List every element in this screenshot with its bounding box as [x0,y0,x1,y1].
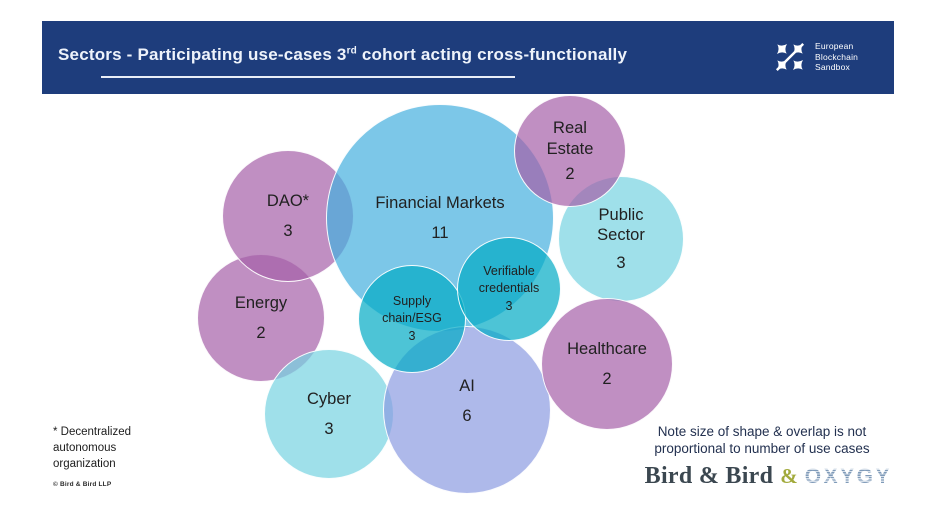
bubble-value: 3 [283,222,293,241]
bubble-label: Financial Markets [375,193,505,212]
footnote-line: * Decentralized [53,426,131,438]
bubble-value: 3 [408,328,416,343]
page-title-superscript: rd [346,45,357,57]
dao-footnote: * Decentralized autonomous organization [53,424,131,472]
logo-text-line: Sandbox [815,62,850,73]
bubble-label: DAO* [266,191,310,210]
footnote-line: organization [53,458,116,470]
bubble-value: 3 [324,420,334,439]
page-title-prefix: Sectors - Participating use-cases 3 [58,45,347,64]
bubble-value: 2 [565,164,575,183]
copyright-notice: © Bird & Bird LLP [53,481,112,488]
bubble-text: DAO* 3 [223,151,353,281]
bubble-cyber: Cyber 3 [264,349,394,479]
bird-and-bird-wordmark: Bird & Bird [644,463,774,489]
logo-text: European Blockchain Sandbox [815,41,858,73]
bubble-value: 3 [505,298,513,313]
oxygy-wordmark: OXYGY [804,465,892,488]
proportionality-note: Note size of shape & overlap is not prop… [632,424,892,457]
bubble-value: 2 [256,324,266,343]
note-line: proportional to number of use cases [654,440,870,456]
bubble-label: AI [459,376,475,395]
note-line: Note size of shape & overlap is not [657,424,867,439]
bubble-value: 11 [431,224,449,243]
bubble-text: Energy 2 [198,255,324,381]
sparkle-grid-icon [774,41,806,73]
logo-text-line: European [815,41,854,52]
title-underline [101,76,515,78]
bird-and-bird-oxygy-logo: Bird & Bird & OXYGY [645,463,892,490]
ampersand: & [780,464,798,488]
european-blockchain-sandbox-logo: European Blockchain Sandbox [774,41,858,73]
bubble-value: 6 [462,407,472,426]
bubble-label: Cyber [306,389,351,408]
page-title: Sectors - Participating use-cases 3rd co… [58,45,627,65]
bubble-healthcare: Healthcare 2 [541,298,673,430]
bubble-label: Energy [234,293,288,312]
bubble-value: 2 [602,370,612,389]
bubble-text: AI 6 [384,318,550,484]
header-banner: Sectors - Participating use-cases 3rd co… [42,21,894,94]
logo-text-line: Blockchain [815,51,859,62]
page-title-suffix: cohort acting cross-functionally [356,45,628,64]
footnote-line: autonomous [53,442,117,454]
bubble-label: Healthcare [567,339,647,358]
bubble-text: Healthcare 2 [542,299,672,429]
bubble-text: Financial Markets 11 [327,105,553,331]
bubble-value: 3 [616,254,626,273]
bubble-text: Cyber 3 [265,350,393,478]
